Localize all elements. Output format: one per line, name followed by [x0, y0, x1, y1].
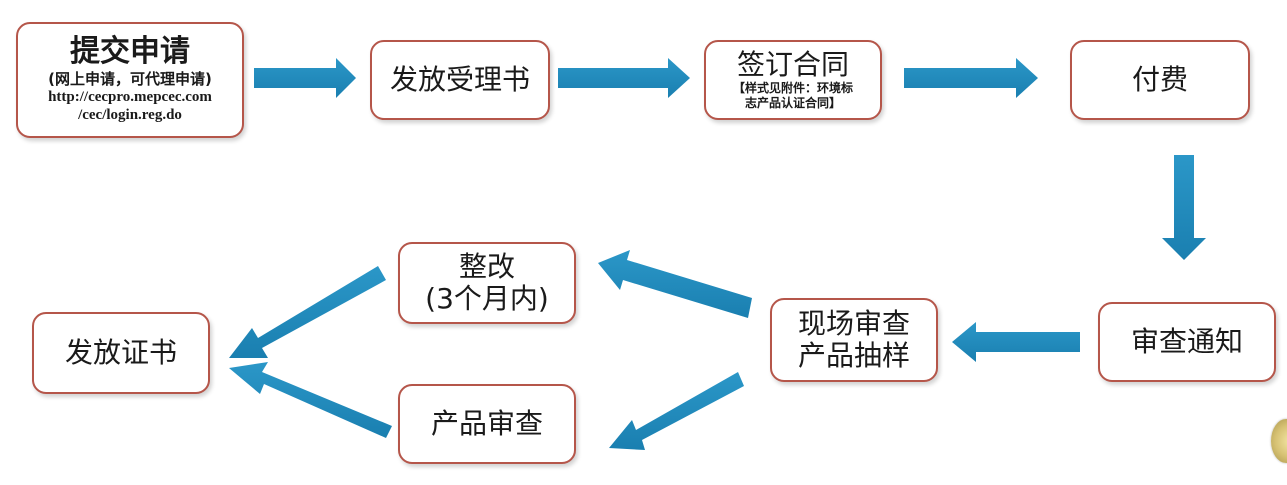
arrow-acceptance-to-contract	[558, 58, 690, 98]
product-review-box: 产品审查	[398, 384, 576, 464]
submit-application-url-1: http://cecpro.mepcec.com	[48, 88, 212, 105]
arrow-product-review-to-certificate	[229, 362, 392, 438]
payment-label: 付费	[1131, 62, 1188, 96]
rectify-box: 整改 (3个月内)	[398, 242, 576, 324]
arrow-payment-to-notice	[1162, 155, 1206, 260]
onsite-review-line-1: 现场审查	[797, 306, 910, 340]
onsite-review-line-2: 产品抽样	[797, 339, 910, 372]
sign-contract-box: 签订合同 【样式见附件：环境标 志产品认证合同】	[704, 40, 882, 120]
arrow-contract-to-payment	[904, 58, 1038, 98]
product-review-label: 产品审查	[430, 406, 543, 440]
submit-application-url-2: /cec/login.reg.do	[78, 107, 182, 124]
onsite-review-box: 现场审查 产品抽样	[770, 298, 938, 382]
arrow-submit-to-acceptance	[254, 58, 356, 98]
arrow-onsite-to-rectify	[598, 250, 752, 318]
payment-box: 付费	[1070, 40, 1250, 120]
review-notice-box: 审查通知	[1098, 302, 1276, 382]
rectify-line-1: 整改	[458, 249, 515, 283]
submit-application-box: 提交申请 (网上申请，可代理申请) http://cecpro.mepcec.c…	[16, 22, 244, 138]
issue-acceptance-box: 发放受理书	[370, 40, 550, 120]
review-notice-label: 审查通知	[1130, 324, 1243, 358]
arrow-onsite-to-product-review	[609, 372, 744, 450]
rectify-line-2: (3个月内)	[425, 282, 549, 315]
issue-certificate-label: 发放证书	[64, 335, 177, 369]
submit-application-note: (网上申请，可代理申请)	[48, 69, 212, 88]
arrow-notice-to-onsite	[952, 322, 1080, 362]
issue-certificate-box: 发放证书	[32, 312, 210, 394]
sign-contract-note-1: 【样式见附件：环境标	[732, 81, 853, 96]
submit-application-title: 提交申请	[70, 34, 190, 69]
sign-contract-note-2: 志产品认证合同】	[744, 96, 841, 111]
arrow-rectify-to-certificate	[229, 266, 386, 358]
corner-emblem-icon	[1271, 419, 1287, 463]
issue-acceptance-label: 发放受理书	[389, 62, 530, 96]
sign-contract-title: 签订合同	[736, 47, 849, 81]
